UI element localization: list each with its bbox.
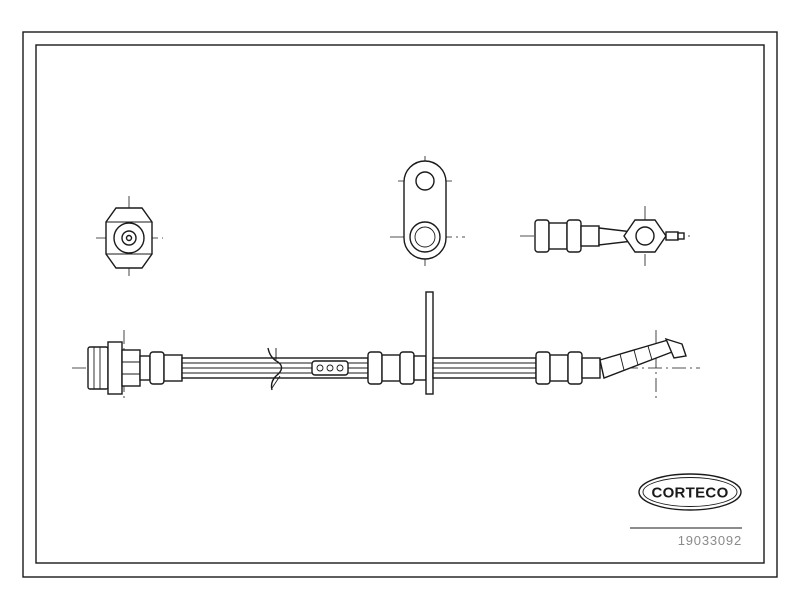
bracket-plate-view [390,156,465,268]
corteco-logo: CORTECO [638,473,742,511]
drawing-frame [22,31,778,578]
fitting-side-view [520,206,690,266]
brake-hose-assembly [72,291,700,402]
part-number: 19033092 [678,533,742,548]
logo-text: CORTECO [651,485,728,502]
part-number-block: 19033092 [630,527,742,548]
fitting-end-view [96,196,163,276]
